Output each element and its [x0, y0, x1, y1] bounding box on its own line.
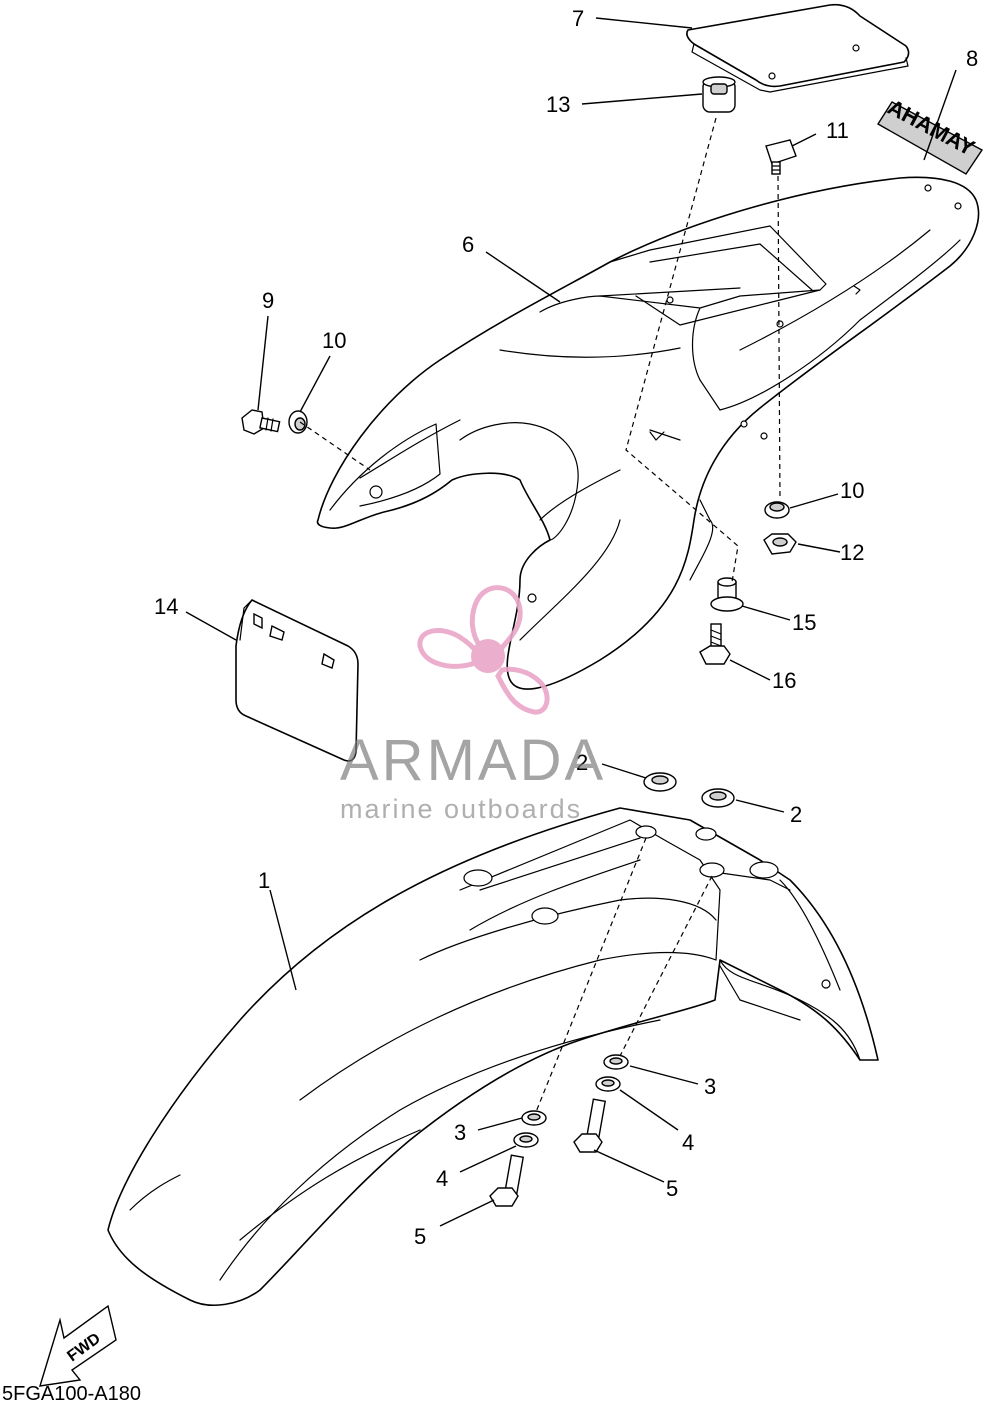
grommet-part-2-left	[643, 772, 677, 792]
collar-part-15	[710, 577, 744, 612]
callout-6: 6	[462, 232, 474, 257]
collar-part-10-left	[288, 410, 308, 434]
propeller-logo-icon	[417, 585, 550, 715]
rear-fender-part-6	[316, 176, 980, 690]
washer-part-3-right	[603, 1054, 629, 1070]
nut-part-12	[763, 533, 797, 555]
washer-part-4-right	[595, 1076, 621, 1092]
diagram-code: 5FGA100-A180	[2, 1383, 141, 1405]
callout-3-left: 3	[454, 1120, 466, 1145]
grommet-part-2-right	[701, 788, 735, 808]
callout-8: 8	[966, 46, 978, 71]
callout-12: 12	[840, 540, 864, 565]
callout-2-left: 2	[576, 750, 588, 775]
callout-13: 14	[154, 594, 178, 619]
callout-5-right: 5	[666, 1176, 678, 1201]
number-plate-part-13	[235, 599, 359, 762]
callout-3-right: 3	[704, 1074, 716, 1099]
grommet-part-14	[702, 76, 736, 113]
callout-15: 15	[792, 610, 816, 635]
callout-4-right: 4	[682, 1130, 694, 1155]
watermark-tagline: marine outboards	[340, 794, 582, 824]
bolt-part-5-left	[489, 1154, 525, 1207]
callout-11: 11	[826, 118, 849, 143]
bolt-part-9	[241, 409, 281, 435]
callout-4-left: 4	[436, 1166, 448, 1191]
callout-1: 1	[258, 868, 270, 893]
callout-14: 13	[546, 92, 570, 117]
fwd-arrow: FWD	[39, 1304, 117, 1387]
callout-labels: 7 8 13 11 6 9 10 10 12 14 15 16 2 2 1 3 …	[154, 6, 978, 1249]
callout-10-left: 10	[322, 328, 346, 353]
front-fender-part-1	[107, 807, 879, 1306]
watermark-brand: ARMADA	[340, 728, 606, 793]
bolt-part-5-right	[573, 1098, 607, 1153]
clip-part-11	[765, 139, 797, 175]
yamaha-decal-part-8: YAMAHA	[877, 94, 984, 175]
collar-part-10-right	[764, 501, 790, 519]
washer-part-4-left	[513, 1132, 539, 1148]
callout-9: 9	[262, 288, 274, 313]
callout-7: 7	[572, 6, 584, 31]
seat-plate-part-7	[686, 3, 910, 93]
assembly-lines	[299, 117, 781, 1113]
armada-watermark: ARMADA marine outboards	[340, 585, 606, 824]
washer-part-3-left	[521, 1110, 547, 1126]
callout-2-right: 2	[790, 802, 802, 827]
bolt-part-16	[699, 623, 731, 665]
leader-lines	[185, 17, 957, 1227]
callout-10-right: 10	[840, 478, 864, 503]
callout-5-left: 5	[414, 1224, 426, 1249]
callout-16: 16	[772, 668, 796, 693]
